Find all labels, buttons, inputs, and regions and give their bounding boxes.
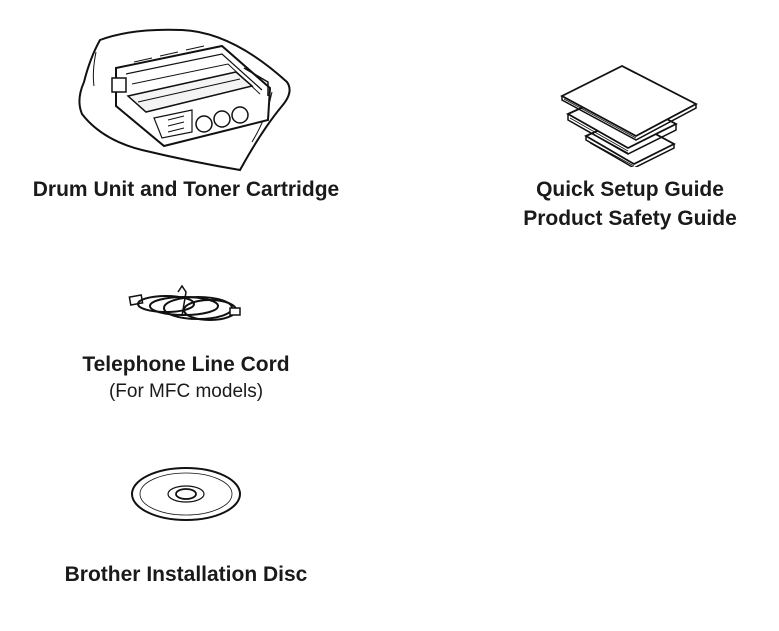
- telephone-cord-title: Telephone Line Cord: [82, 353, 290, 376]
- drum-toner-icon: [78, 28, 291, 172]
- product-safety-guide-title: Product Safety Guide: [523, 207, 737, 230]
- documents-stack-icon: [560, 64, 698, 167]
- installation-disc-title: Brother Installation Disc: [64, 563, 308, 586]
- telephone-cord-note: (For MFC models): [108, 381, 264, 402]
- disc-icon: [131, 467, 241, 521]
- drum-unit-title: Drum Unit and Toner Cartridge: [32, 178, 340, 201]
- quick-setup-guide-title: Quick Setup Guide: [536, 178, 724, 201]
- telephone-cord-icon: [128, 284, 241, 321]
